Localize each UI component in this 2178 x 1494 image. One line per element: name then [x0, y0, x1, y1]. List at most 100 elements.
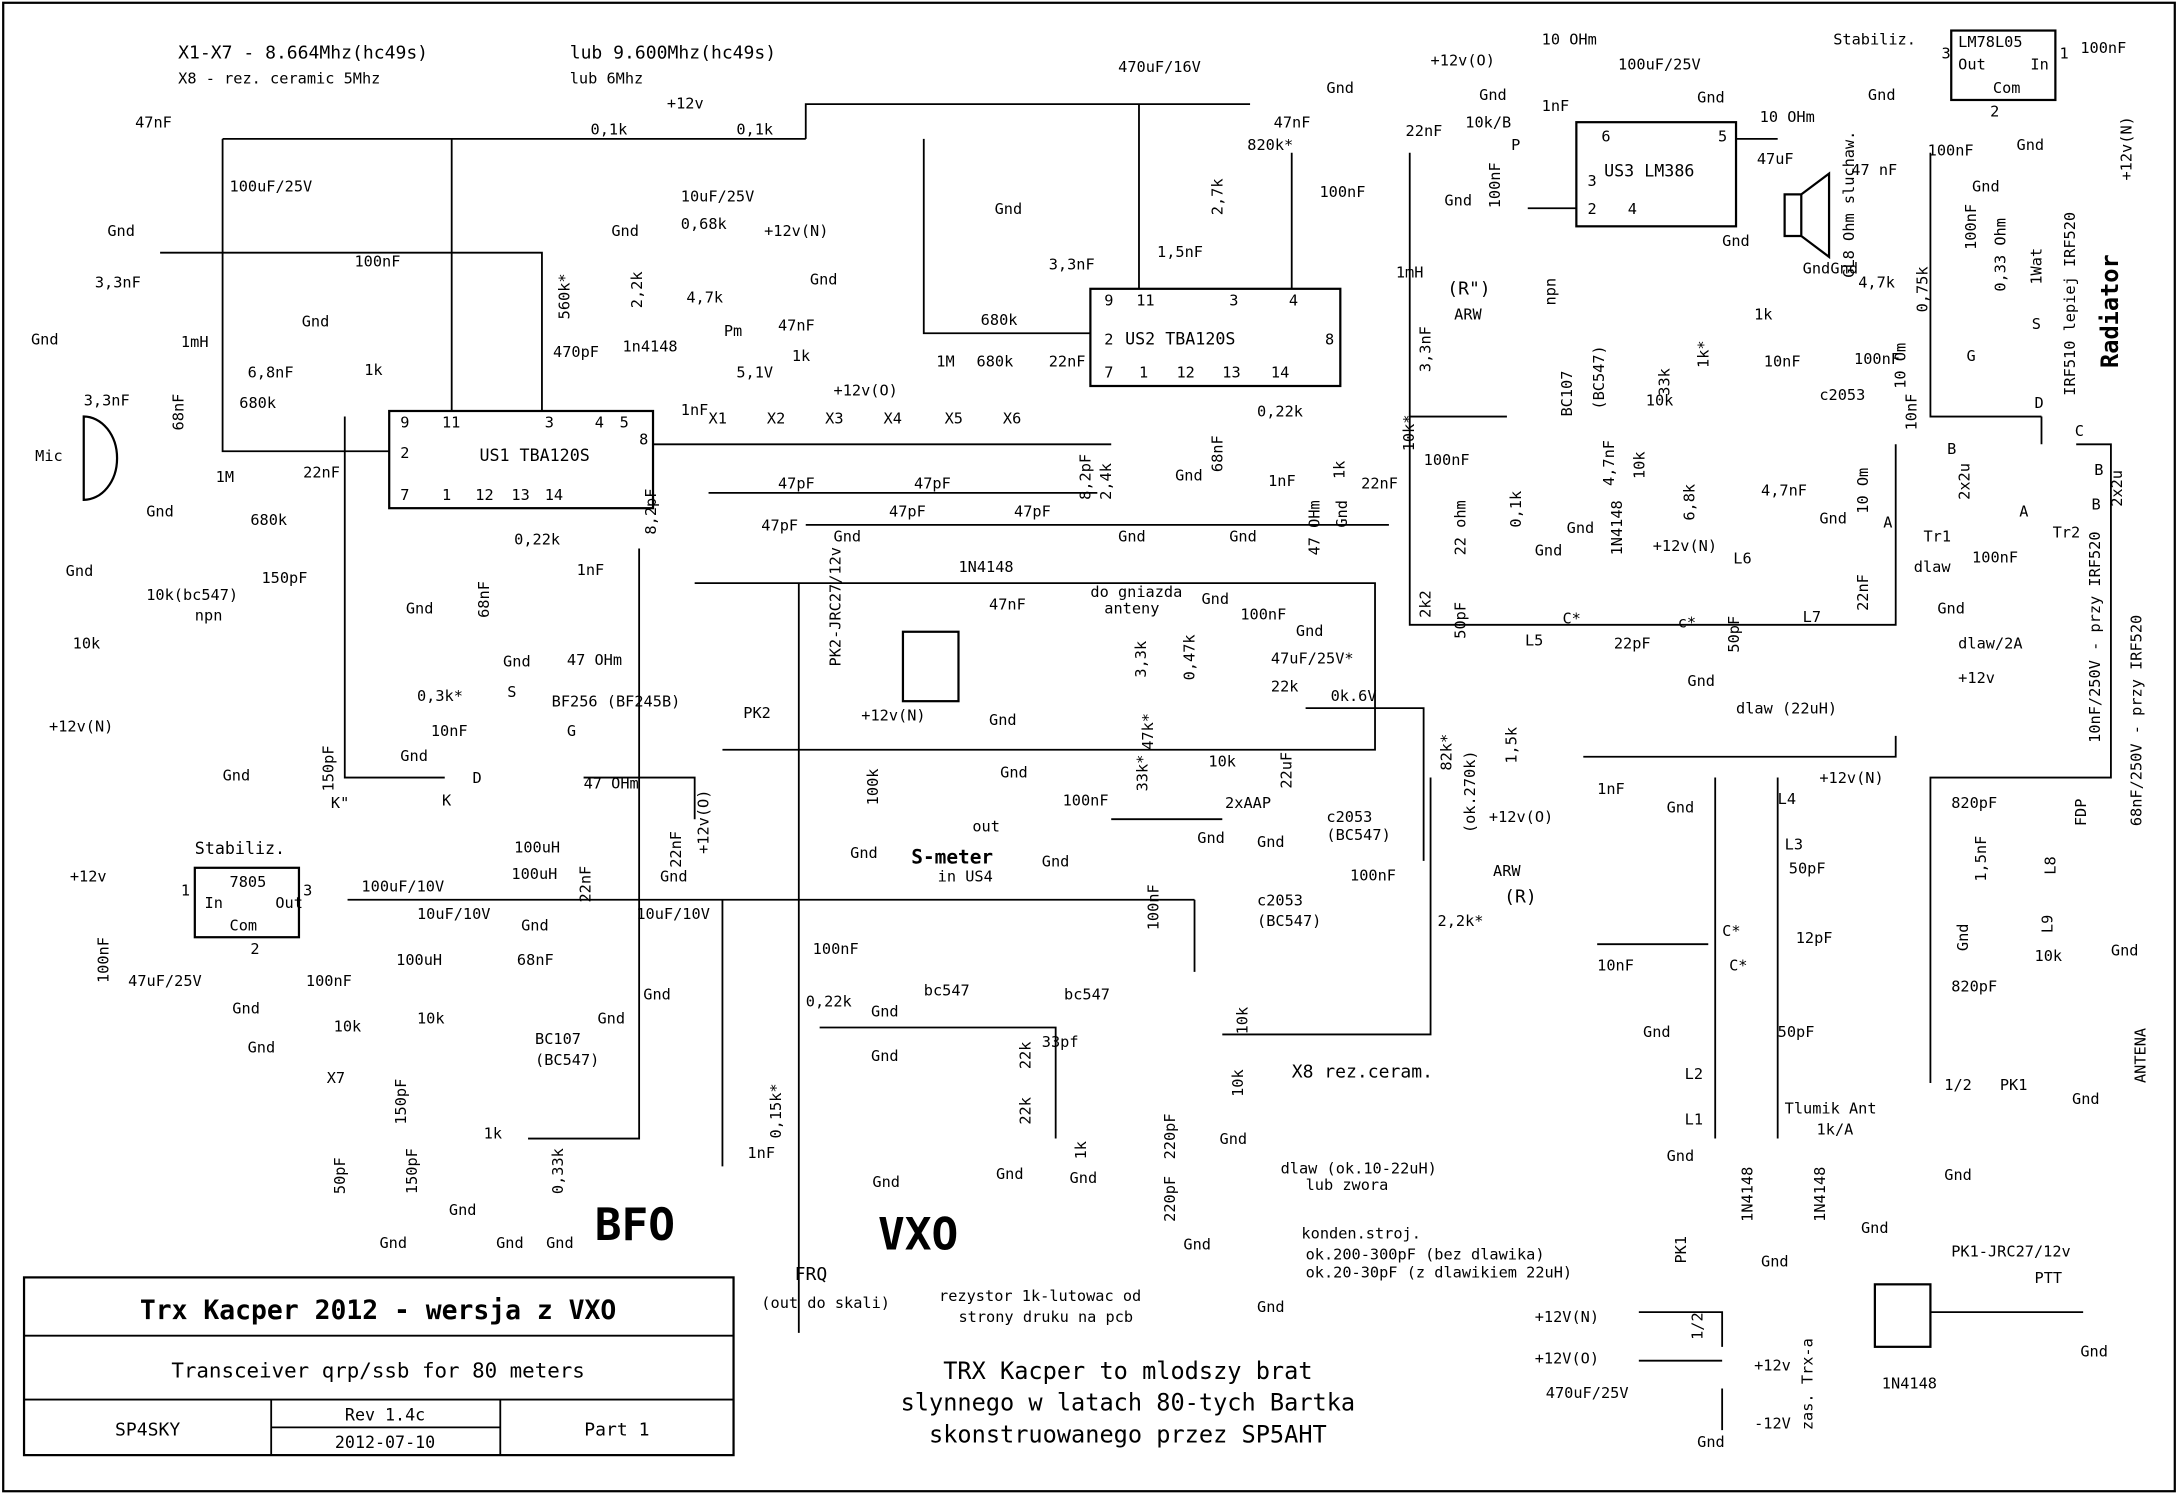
component-label: PK2: [743, 704, 771, 722]
component-label: 100nF: [1962, 204, 1980, 250]
component-label: D: [473, 769, 482, 787]
ground-label: Gnd: [1175, 466, 1203, 484]
component-label: 680k: [250, 511, 287, 529]
component-label: B: [1947, 440, 1956, 458]
component-label: 10k: [1229, 1069, 1247, 1097]
component-label: Com: [230, 916, 258, 934]
component-label: 470uF/16V: [1118, 58, 1201, 76]
component-label: 10nF/250V - przy IRF520: [2086, 531, 2104, 742]
relay-pk2: [901, 630, 960, 703]
component-label: 10nF: [1903, 394, 1921, 431]
ground-label: Gnd: [1687, 672, 1715, 690]
component-label: 3,3nF: [1417, 326, 1435, 372]
component-label: US1 TBA120S: [479, 446, 589, 465]
date: 2012-07-10: [335, 1433, 435, 1452]
component-label: 10nF: [431, 722, 468, 740]
component-label: 820pF: [1951, 977, 1997, 995]
component-label: L7: [1803, 608, 1821, 626]
ground-label: Gnd: [31, 330, 59, 348]
ground-label: Gnd: [1761, 1252, 1789, 1270]
component-label: 1nF: [747, 1144, 775, 1162]
component-label: D: [2035, 394, 2044, 412]
component-label: 2: [400, 444, 409, 462]
supply-label: +12v: [1958, 669, 1995, 687]
component-label: 100nF: [1319, 183, 1365, 201]
note-line: TRX Kacper to mlodszy brat: [943, 1357, 1312, 1385]
ground-label: Gnd: [503, 652, 531, 670]
component-label: 100nF: [1854, 350, 1900, 368]
component-label: BC107: [535, 1030, 581, 1048]
revision: Rev 1.4c: [345, 1405, 425, 1424]
component-label: dlaw (ok.10-22uH): [1281, 1159, 1437, 1177]
component-label: 4,7nF: [1761, 482, 1807, 500]
component-label: Pm: [724, 322, 742, 340]
component-label: 3: [1229, 291, 1238, 309]
component-label: 100uH: [396, 951, 442, 969]
component-label: 100nF: [354, 253, 400, 271]
ground-label: Gnd: [1819, 509, 1847, 527]
component-label: 47pF: [778, 475, 815, 493]
ground-label: Gnd: [1201, 590, 1229, 608]
component-label: 12: [1176, 364, 1194, 382]
component-label: L6: [1733, 550, 1751, 568]
ground-label: Gnd: [302, 312, 330, 330]
component-label: 47uF/25V: [128, 972, 202, 990]
ground-label: Gnd: [248, 1038, 276, 1056]
component-label: 0,75k: [1914, 266, 1932, 312]
component-label: 150pF: [261, 569, 307, 587]
component-label: 50pF: [1725, 616, 1743, 653]
component-label: (BC547): [535, 1051, 599, 1069]
component-label: 5: [1718, 128, 1727, 146]
subtitle: Transceiver qrp/ssb for 80 meters: [171, 1358, 585, 1382]
component-label: out: [972, 818, 1000, 836]
component-label: 0,22k: [806, 993, 852, 1011]
ground-label: Gnd: [1830, 260, 1858, 278]
component-label: 1N4148: [1608, 500, 1626, 555]
component-label: lub 9.600Mhz(hc49s): [570, 42, 776, 63]
component-label: X3: [825, 409, 843, 427]
component-label: Stabiliz.: [1833, 30, 1916, 48]
component-label: 10k: [1208, 752, 1236, 770]
component-label: FRQ: [795, 1264, 828, 1285]
component-label: 100nF: [1424, 451, 1470, 469]
component-label: 0k.6V: [1331, 687, 1377, 705]
component-label: PTT: [2035, 1269, 2063, 1287]
component-label: 47 OHm: [567, 651, 622, 669]
ground-label: Gnd: [2111, 941, 2139, 959]
supply-label: +12v(O): [695, 790, 713, 854]
component-label: 68nF/250V - przy IRF520: [2127, 615, 2145, 826]
component-label: L3: [1785, 836, 1803, 854]
component-label: 1: [181, 882, 190, 900]
component-label: 0,47k: [1181, 634, 1199, 680]
supply-label: +12V(O): [1535, 1349, 1599, 1367]
ground-label: Gnd: [406, 600, 434, 618]
component-label: 7805: [230, 873, 267, 891]
ground-label: Gnd: [1220, 1130, 1248, 1148]
component-label: 2: [250, 940, 259, 958]
component-label: 4: [1628, 200, 1637, 218]
component-label: 0,22k: [1257, 403, 1303, 421]
component-label: 2,2k: [628, 271, 646, 308]
component-label: 220pF: [1161, 1176, 1179, 1222]
component-label: ok.20-30pF (z dlawikiem 22uH): [1306, 1263, 1573, 1281]
component-label: 7: [400, 486, 409, 504]
ground-label: Gnd: [1722, 232, 1750, 250]
component-label: 100nF: [1240, 605, 1286, 623]
component-label: 10uF/10V: [417, 905, 491, 923]
note-line: slynnego w latach 80-tych Bartka: [901, 1389, 1356, 1417]
component-label: 10 Om: [1891, 343, 1909, 389]
component-label: 10k: [1630, 451, 1648, 479]
component-label: 22nF: [1361, 475, 1398, 493]
ic-us3: [1575, 121, 1738, 228]
component-label: 68nF: [170, 394, 188, 431]
component-label: 820pF: [1951, 794, 1997, 812]
component-label: 22pF: [1614, 634, 1651, 652]
ground-label: Gnd: [611, 222, 639, 240]
component-label: 47 OHm: [1305, 500, 1323, 555]
component-label: S: [2032, 315, 2041, 333]
component-label: 100uF/25V: [1618, 55, 1701, 73]
component-label: 10 Om: [1854, 468, 1872, 514]
component-label: 47pF: [1014, 503, 1051, 521]
component-label: C: [2075, 422, 2084, 440]
component-label: 10 OHm: [1760, 108, 1815, 126]
